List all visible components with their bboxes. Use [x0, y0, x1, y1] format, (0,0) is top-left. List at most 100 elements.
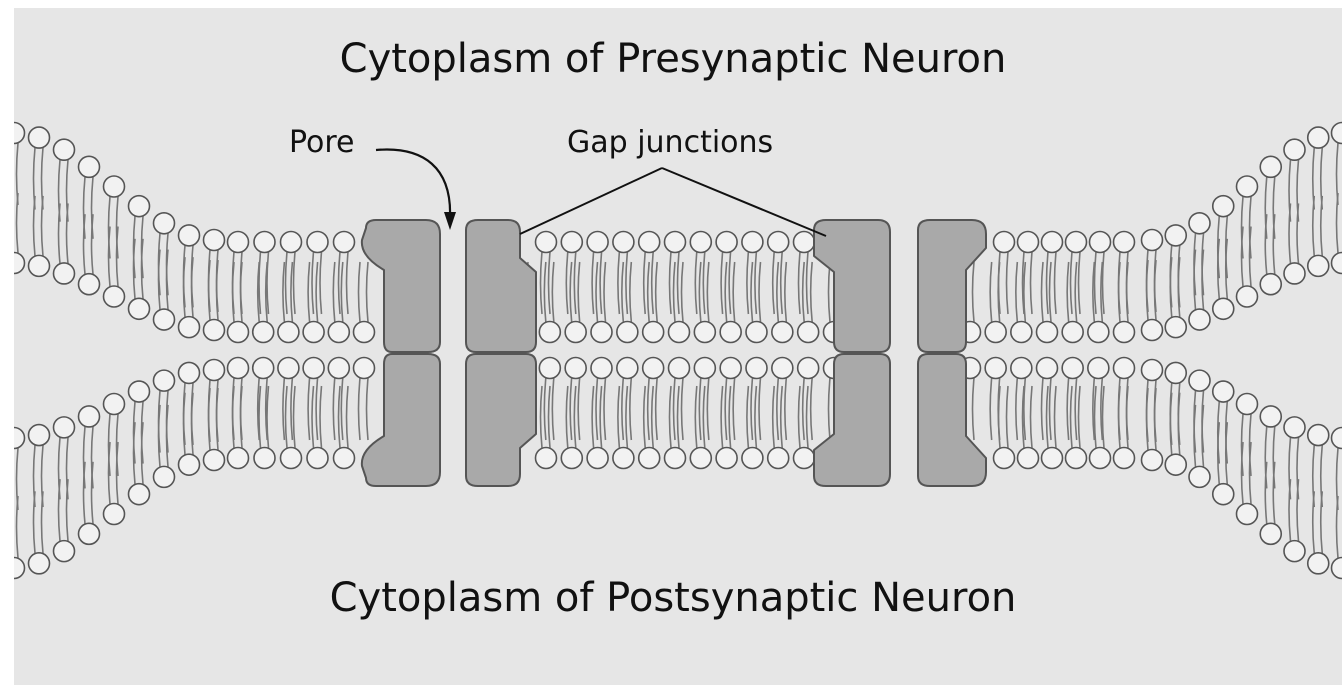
- lipid-head: [1042, 232, 1063, 253]
- lipid-head: [1114, 358, 1135, 379]
- lipid-head: [54, 263, 75, 284]
- lipid-head: [1332, 428, 1342, 449]
- lipid-tail: [990, 262, 992, 322]
- lipid-tail: [695, 252, 697, 314]
- lipid-tail: [267, 386, 269, 448]
- lipid-tail: [291, 378, 293, 440]
- lipid-tail: [699, 378, 701, 440]
- lipid-head: [1308, 425, 1329, 446]
- lipid-tail: [67, 203, 69, 263]
- lipid-head: [1142, 360, 1163, 381]
- lipid-tail: [973, 262, 975, 322]
- lipid-head: [1213, 381, 1234, 402]
- lipid-tail: [1103, 386, 1105, 448]
- lipid-tail: [1178, 393, 1180, 455]
- lipid-tail: [829, 378, 831, 440]
- lipid-head: [1165, 362, 1186, 383]
- lipid-tail: [751, 262, 753, 322]
- lipid-tail: [544, 378, 546, 440]
- lipid-tail: [630, 262, 632, 322]
- postsynaptic-cytoplasm-label: Cytoplasm of Postsynaptic Neuron: [14, 575, 1342, 621]
- lipid-head: [1142, 320, 1163, 341]
- pore-label: Pore: [289, 125, 355, 160]
- lipid-tail: [241, 262, 243, 322]
- lipid-tail: [541, 386, 543, 448]
- lipid-head: [1284, 139, 1305, 160]
- lipid-tail: [1321, 491, 1323, 553]
- lipid-head: [669, 358, 690, 379]
- lipid-head: [154, 213, 175, 234]
- pore-arrowhead: [444, 212, 456, 230]
- lipid-head: [228, 358, 249, 379]
- lipid-head: [587, 448, 608, 469]
- lipid-head: [1088, 358, 1109, 379]
- lipid-tail: [781, 386, 783, 448]
- lipid-head: [1332, 253, 1342, 274]
- lipid-head: [1260, 274, 1281, 295]
- lipid-head: [303, 358, 324, 379]
- lipid-head: [794, 448, 815, 469]
- lipid-tail: [729, 386, 731, 448]
- lipid-tail: [184, 257, 186, 317]
- lipid-tail: [570, 262, 572, 322]
- lipid-tail: [1194, 250, 1196, 310]
- lipid-tail: [803, 378, 805, 440]
- lipid-tail: [721, 386, 723, 448]
- lipid-tail: [1042, 378, 1044, 440]
- lipid-tail: [1055, 386, 1057, 448]
- lipid-head: [179, 225, 200, 246]
- lipid-tail: [656, 378, 658, 440]
- lipid-head: [1011, 358, 1032, 379]
- lipid-tail: [604, 262, 606, 322]
- lipid-tail: [648, 378, 650, 440]
- lipid-tail: [570, 378, 572, 440]
- lipid-tail: [829, 262, 831, 322]
- lipid-tail: [541, 252, 543, 314]
- lipid-tail: [1067, 378, 1069, 440]
- lipid-tail: [781, 252, 783, 314]
- lipid-tail: [552, 262, 554, 322]
- lipid-head: [1284, 417, 1305, 438]
- lipid-tail: [751, 378, 753, 440]
- lipid-head: [254, 232, 275, 253]
- lipid-head: [307, 232, 328, 253]
- lipid-tail: [656, 262, 658, 322]
- lipid-tail: [1016, 262, 1018, 322]
- lipid-tail: [725, 262, 727, 322]
- lipid-head: [179, 362, 200, 383]
- lipid-tail: [600, 386, 602, 448]
- lipid-tail: [592, 252, 594, 314]
- lipid-head: [303, 322, 324, 343]
- lipid-head: [154, 309, 175, 330]
- lipid-head: [1011, 322, 1032, 343]
- lipid-head: [328, 358, 349, 379]
- lipid-tail: [1079, 386, 1081, 448]
- lipid-head: [1018, 448, 1039, 469]
- lipid-head: [587, 232, 608, 253]
- lipid-tail: [84, 214, 86, 274]
- lipid-tail: [1031, 252, 1033, 314]
- lipid-head: [29, 255, 50, 276]
- lipid-tail: [1075, 378, 1077, 440]
- lipid-head: [1066, 232, 1087, 253]
- lipid-tail: [286, 386, 288, 448]
- lipid-tail: [367, 378, 369, 440]
- lipid-tail: [34, 196, 36, 256]
- lipid-head: [154, 466, 175, 487]
- lipid-head: [179, 317, 200, 338]
- lipid-tail: [755, 386, 757, 448]
- lipid-tail: [630, 378, 632, 440]
- lipid-tail: [1042, 262, 1044, 322]
- lipid-tail: [785, 378, 787, 440]
- lipid-head: [228, 322, 249, 343]
- lipid-tail: [59, 479, 61, 541]
- lipid-head: [104, 504, 125, 525]
- lipid-head: [79, 274, 100, 295]
- lipid-head: [613, 232, 634, 253]
- lipid-head: [617, 358, 638, 379]
- lipid-head: [129, 484, 150, 505]
- lipid-head: [1189, 309, 1210, 330]
- lipid-tail: [747, 252, 749, 314]
- lipid-tail: [1031, 386, 1033, 448]
- lipid-tail: [84, 462, 86, 524]
